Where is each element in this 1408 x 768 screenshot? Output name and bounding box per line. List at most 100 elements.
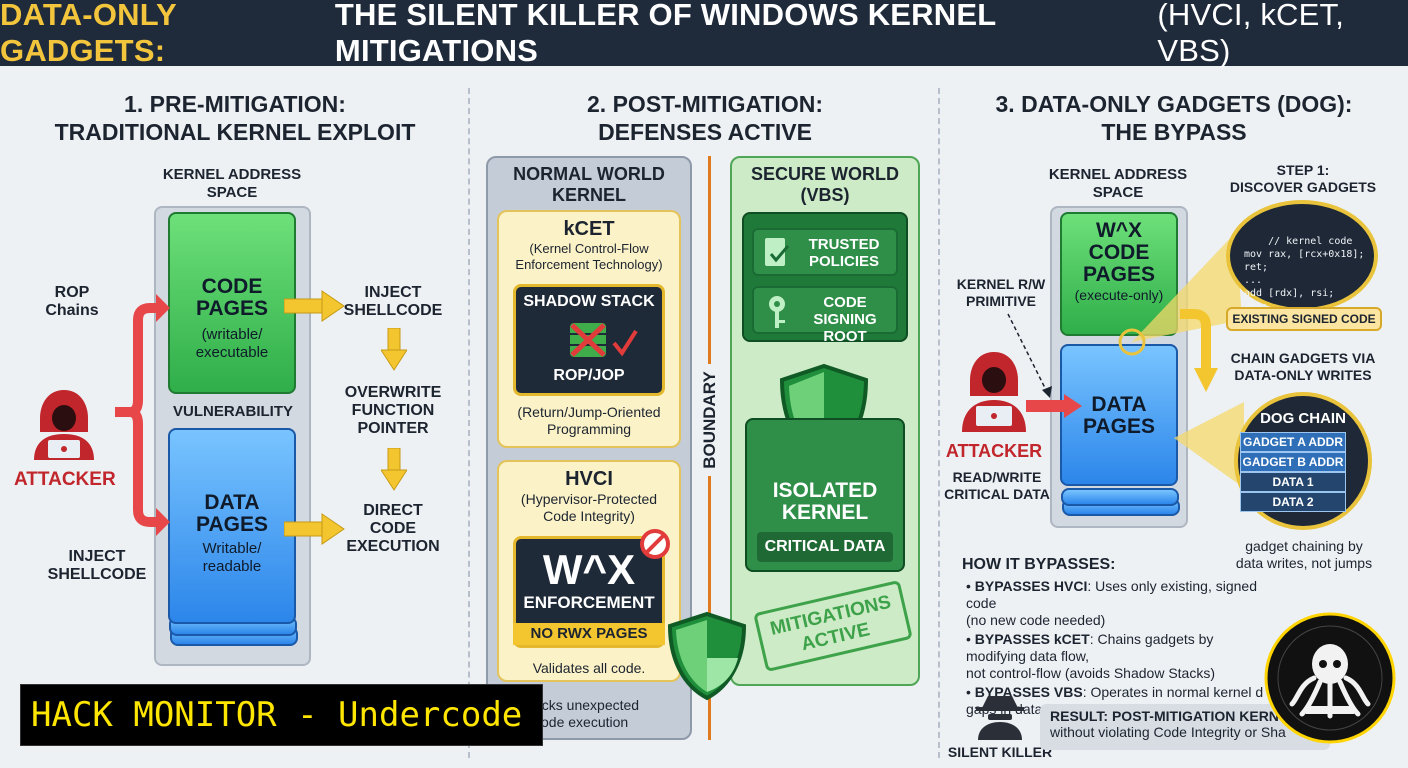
kcet-sub: (Kernel Control-Flow Enforcement Technol… <box>515 241 663 272</box>
watermark-text: HACK MONITOR - Undercode <box>31 695 523 735</box>
panel1-rop-chains: ROP Chains <box>45 284 99 319</box>
result-bold: RESULT: POST-MITIGATION KERN <box>1050 708 1279 724</box>
panel3-data-stack-2 <box>1061 488 1179 506</box>
prohibited-icon <box>640 529 670 559</box>
key-icon <box>769 296 785 328</box>
panel2-title-line1: 2. POST-MITIGATION: <box>587 91 823 117</box>
step1-label: STEP 1: DISCOVER GADGETS <box>1229 162 1377 195</box>
chain-row-1: GADGET A ADDR <box>1240 432 1346 452</box>
panel-divider-1 <box>468 88 470 758</box>
boundary-label: BOUNDARY <box>700 364 720 476</box>
panel1-inject-left: INJECT SHELLCODE <box>47 548 147 583</box>
panel1-data-pages: DATA PAGES Writable/ readable <box>168 428 296 624</box>
panel3-data-pages-title: DATA PAGES <box>1083 393 1155 438</box>
panel1-space-label: KERNEL ADDRESS SPACE <box>162 166 302 201</box>
bubble-callout-2 <box>1174 402 1244 488</box>
panel1-title-line2: TRADITIONAL KERNEL EXPLOIT <box>54 119 416 145</box>
panel1-data-pages-sub: Writable/ readable <box>202 540 262 575</box>
chain-row-2: GADGET B ADDR <box>1240 452 1346 472</box>
panel3-code-pages: W^X CODE PAGES (execute-only) <box>1060 212 1178 336</box>
header-bar: DATA-ONLY GADGETS: THE SILENT KILLER OF … <box>0 0 1408 68</box>
title-rest: THE SILENT KILLER OF WINDOWS KERNEL MITI… <box>334 0 996 68</box>
octopus-logo <box>1264 612 1396 744</box>
panel1-code-pages-sub: (writable/ executable <box>195 326 269 361</box>
panel2-title-line2: DEFENSES ACTIVE <box>598 119 812 145</box>
trusted-policies-item: TRUSTED POLICIES <box>752 228 898 276</box>
kcet-box: kCET (Kernel Control-Flow Enforcement Te… <box>497 210 681 448</box>
dog-chain-title: DOG CHAIN <box>1260 410 1346 427</box>
enforcement-label: ENFORCEMENT <box>523 593 655 612</box>
watermark-banner: HACK MONITOR - Undercode <box>20 684 543 746</box>
gadget-code: // kernel code mov rax, [rcx+0x18]; ret;… <box>1244 222 1364 326</box>
hooded-attacker-3-icon <box>962 352 1026 432</box>
rop-jop-label: ROP/JOP <box>553 367 625 384</box>
panel2-title: 2. POST-MITIGATION: DEFENSES ACTIVE <box>480 90 930 146</box>
panel1-overwrite: OVERWRITE FUNCTION POINTER <box>344 384 442 437</box>
panel1-down-arrow-1 <box>381 328 407 371</box>
panel1-arrow-data <box>284 513 345 545</box>
panel3-title-line2: THE BYPASS <box>1101 119 1247 145</box>
blocks-text: ocks unexpected code execution <box>534 697 640 730</box>
critical-data-label: CRITICAL DATA <box>757 532 893 562</box>
panel1-title: 1. PRE-MITIGATION: TRADITIONAL KERNEL EX… <box>20 90 450 146</box>
hvci-sub: (Hypervisor-Protected Code Integrity) <box>520 491 658 524</box>
panel3-space-label: KERNEL ADDRESS SPACE <box>1048 166 1188 201</box>
shadow-stack-label: SHADOW STACK <box>523 293 655 310</box>
panel3-attacker-label: ATTACKER <box>945 441 1043 461</box>
stack-cross-icon <box>570 323 638 357</box>
panel-divider-2 <box>938 88 940 758</box>
page-title: DATA-ONLY GADGETS: THE SILENT KILLER OF … <box>0 0 1408 68</box>
panel1-title-line1: 1. PRE-MITIGATION: <box>124 91 346 117</box>
panel1-down-arrow-2 <box>381 448 407 491</box>
panel3-data-pages: DATA PAGES <box>1060 344 1178 486</box>
chaining-note: gadget chaining by data writes, not jump… <box>1235 538 1373 571</box>
panel1-arrow-code <box>284 290 345 322</box>
hooded-attacker-icon <box>34 390 94 460</box>
no-rwx-label: NO RWX PAGES <box>513 623 665 645</box>
silent-killer-label: SILENT KILLER <box>947 744 1053 760</box>
how-bypasses-title: HOW IT BYPASSES: <box>962 556 1116 573</box>
code-signing-label: CODE SIGNING ROOT <box>813 294 877 345</box>
secure-world-title: SECURE WORLD (VBS) <box>751 164 899 205</box>
bypass-item-1: • BYPASSES HVCI: Uses only existing, sig… <box>966 578 1257 628</box>
panel3-readwrite: READ/WRITE CRITICAL DATA <box>944 469 1050 502</box>
panel3-primitive: KERNEL R/W PRIMITIVE <box>956 276 1046 309</box>
code-signing-item: CODE SIGNING ROOT <box>752 286 898 345</box>
chain-row-3: DATA 1 <box>1240 472 1346 492</box>
panel1-vulnerability: VULNERABILITY <box>173 403 293 420</box>
kcet-title: kCET <box>563 218 615 240</box>
wx-enforcement-box: W^X ENFORCEMENT NO RWX PAGES <box>513 536 665 648</box>
gadget-code-text: // kernel code mov rax, [rcx+0x18]; ret;… <box>1244 236 1365 312</box>
isolated-kernel-box: ISOLATED KERNEL CRITICAL DATA <box>745 418 905 572</box>
shield-small-icon <box>667 611 747 701</box>
panel1-attacker-label: ATTACKER <box>14 469 116 490</box>
panel1-red-arrows <box>115 294 170 536</box>
isolated-kernel-label: ISOLATED KERNEL <box>772 479 878 524</box>
hvci-box: HVCI (Hypervisor-Protected Code Integrit… <box>497 460 681 682</box>
panel3-arrows <box>1007 313 1082 418</box>
shadow-stack-box: SHADOW STACK ROP/JOP <box>513 284 665 396</box>
chain-row-4: DATA 2 <box>1240 492 1346 512</box>
panel3-title-line1: 3. DATA-ONLY GADGETS (DOG): <box>995 91 1353 117</box>
panel1-code-pages: CODE PAGES (writable/ executable <box>168 212 296 394</box>
bypass-item-2: • BYPASSES kCET: Chains gadgets by modif… <box>966 631 1215 681</box>
chain-via-label: CHAIN GADGETS VIA DATA-ONLY WRITES <box>1230 350 1376 383</box>
result-text: without violating Code Integrity or Sha <box>1050 724 1286 740</box>
panel1-inject-right: INJECT SHELLCODE <box>343 284 443 319</box>
panel3-title: 3. DATA-ONLY GADGETS (DOG): THE BYPASS <box>950 90 1398 146</box>
hvci-title: HVCI <box>565 468 613 490</box>
rop-jop-desc: (Return/Jump-Oriented Programming <box>517 404 661 437</box>
panel1-data-pages-title: DATA PAGES <box>196 491 268 536</box>
existing-signed-code-tag: EXISTING SIGNED CODE <box>1226 307 1382 331</box>
bubble-callout-1 <box>1118 232 1242 356</box>
panel1-direct: DIRECT CODE EXECUTION <box>346 502 440 555</box>
panel3-exec-only: (execute-only) <box>1074 287 1164 303</box>
document-check-icon <box>765 238 790 266</box>
spy-icon <box>976 696 1024 740</box>
dog-chain-list: GADGET A ADDR GADGET B ADDR DATA 1 DATA … <box>1240 432 1346 512</box>
validates-text: Validates all code. <box>532 660 646 676</box>
trusted-policies-label: TRUSTED POLICIES <box>808 236 880 270</box>
title-main: DATA-ONLY GADGETS: <box>0 0 177 68</box>
panel1-code-pages-title: CODE PAGES <box>196 275 268 320</box>
panel3-code-pages-title: W^X CODE PAGES <box>1083 219 1155 286</box>
